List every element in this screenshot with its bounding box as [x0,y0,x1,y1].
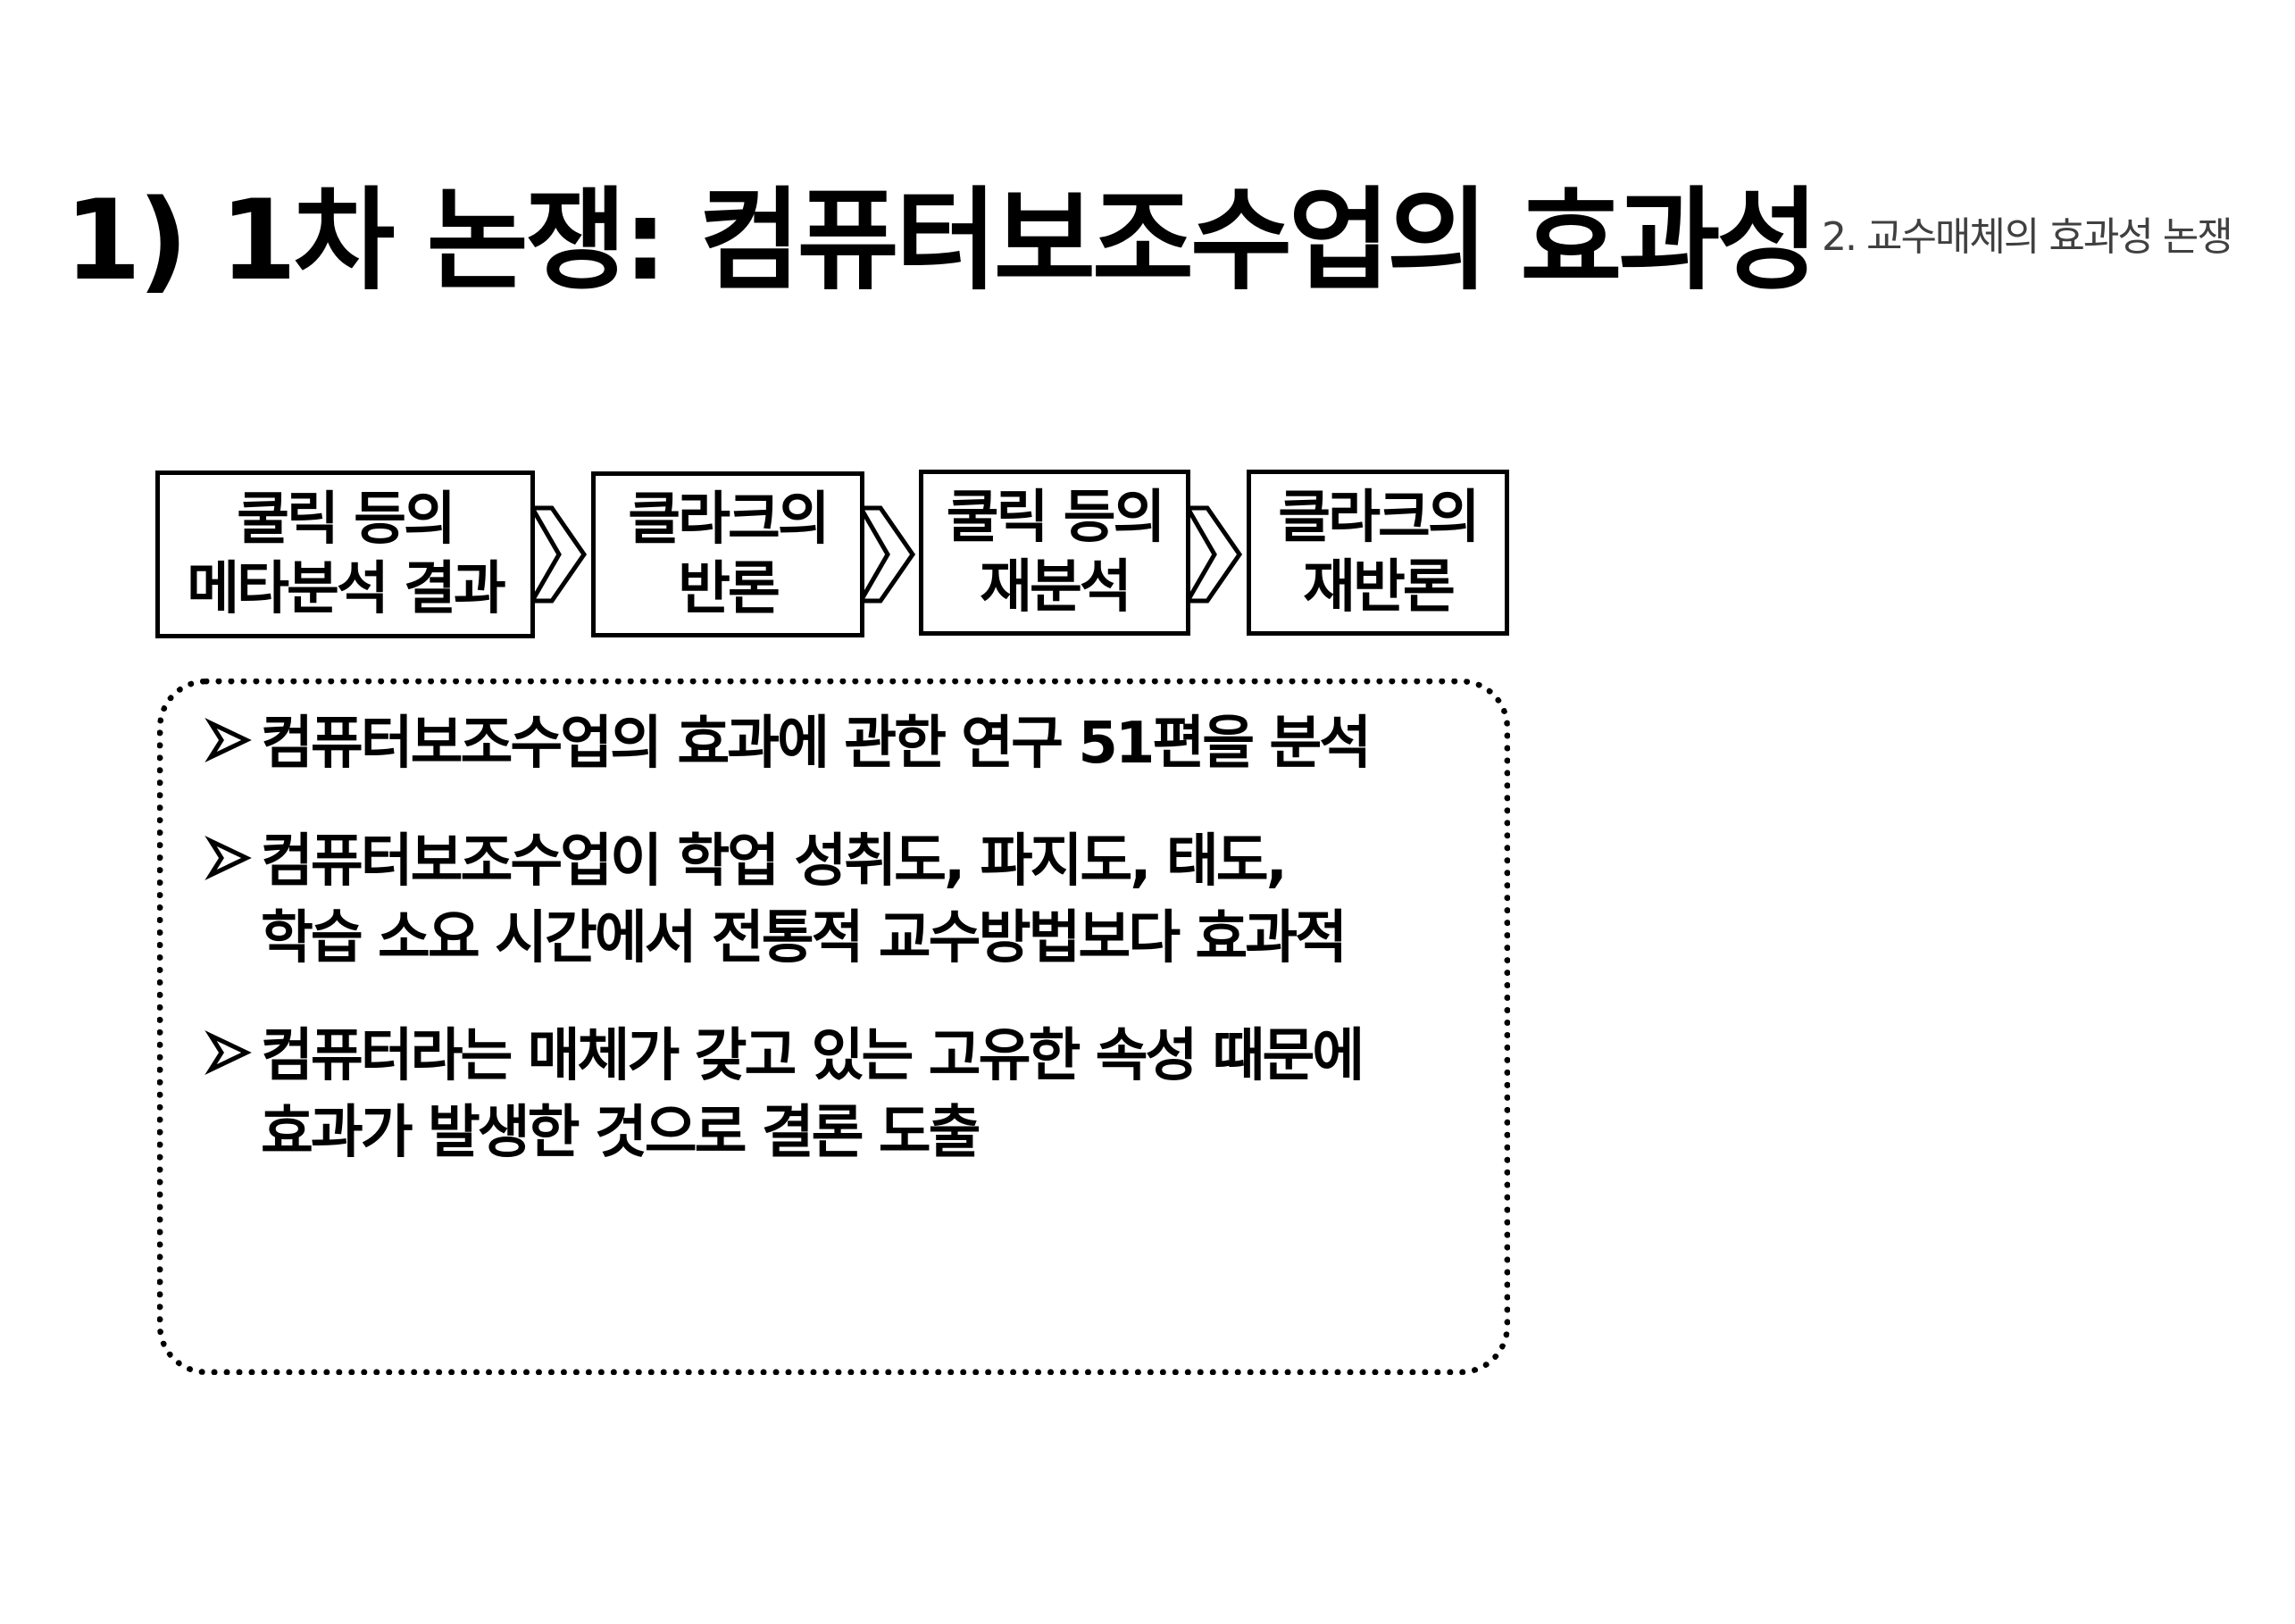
summary-panel [157,679,1510,1375]
arrowhead-bullet-icon [204,1030,252,1075]
flow-step-2-line2: 반론 [678,556,780,622]
flow-step-1: 쿨릭 등의 메타분석 결과 [155,471,535,638]
bullet-line: 컴퓨터라는 매체가 갖고 있는 고유한 속성 때문에 [261,1023,1364,1089]
bullet-line: 효과가 발생한 것으로 결론 도출 [261,1100,981,1166]
bullet-line: 컴퓨터보조수업의 효과에 관한 연구 51편을 분석 [261,711,1372,777]
flow-step-4: 클라크의 재반론 [1247,470,1509,636]
chevron-arrow-icon [532,505,588,604]
bullet-text: 컴퓨터라는 매체가 갖고 있는 고유한 속성 때문에 효과가 발생한 것으로 결… [261,1018,1364,1171]
bullet-line: 학습 소요 시간에서 전통적 교수방법보다 효과적 [261,905,1348,971]
flow-step-3-line1: 쿨릭 등의 [946,485,1166,551]
flow-step-3: 쿨릭 등의 재분석 [919,470,1190,636]
section-label: 2. 교수매체의 효과성 논쟁 [1822,214,2233,260]
page-title: 1) 1차 논쟁: 컴퓨터보조수업의 효과성 [64,177,1819,305]
arrowhead-bullet-icon [204,718,252,762]
flow-step-2: 클라크의 반론 [591,471,864,637]
flow-step-1-line2: 메타분석 결과 [187,556,506,622]
bullet-line: 컴퓨터보조수업이 학업 성취도, 파지도, 태도, [261,829,1288,895]
flow-step-2-line1: 클라크의 [628,487,830,553]
flow-step-3-line2: 재분석 [980,554,1132,620]
arrowhead-bullet-icon [204,836,252,880]
flow-step-4-line1: 클라크의 [1278,485,1481,551]
flow-step-1-line1: 쿨릭 등의 [237,487,456,553]
chevron-arrow-icon [861,505,916,604]
bullet-item-1: 컴퓨터보조수업의 효과에 관한 연구 51편을 분석 [198,705,1372,782]
chevron-arrow-icon [1188,505,1243,604]
bullet-item-2: 컴퓨터보조수업이 학업 성취도, 파지도, 태도, 학습 소요 시간에서 전통적… [198,823,1348,977]
bullet-text: 컴퓨터보조수업이 학업 성취도, 파지도, 태도, 학습 소요 시간에서 전통적… [261,823,1348,977]
bullet-item-3: 컴퓨터라는 매체가 갖고 있는 고유한 속성 때문에 효과가 발생한 것으로 결… [198,1018,1364,1171]
flow-step-4-line2: 재반론 [1303,554,1456,620]
bullet-text: 컴퓨터보조수업의 효과에 관한 연구 51편을 분석 [261,705,1372,782]
